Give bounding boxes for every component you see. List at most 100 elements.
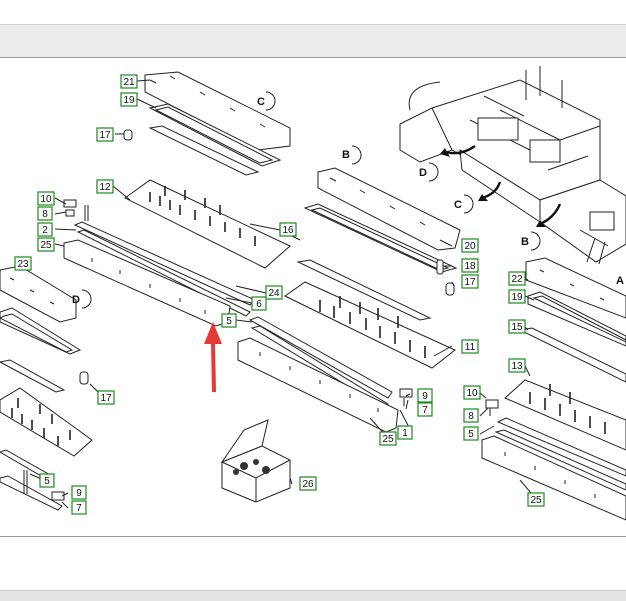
callout-5: 5 [221,313,237,328]
svg-text:A: A [616,275,624,287]
top-bar [0,0,626,24]
svg-text:B: B [342,149,350,161]
callout-17b: 17 [461,274,479,289]
callout-17: 17 [96,127,114,142]
callout-25b: 25 [379,431,397,446]
callout-5b: 5 [463,426,479,441]
callout-15: 15 [508,319,526,334]
callout-8: 8 [37,206,53,221]
callout-18: 18 [461,258,479,273]
svg-text:10: 10 [466,388,478,399]
view-ref-B-center: B [342,145,362,165]
svg-text:5: 5 [226,316,232,327]
machine-overview-sketch [399,66,626,265]
callout-16: 16 [279,222,297,237]
plate-12-studs [149,186,256,246]
svg-text:1: 1 [402,428,408,439]
callout-2: 2 [37,222,53,237]
svg-text:26: 26 [302,479,314,490]
svg-text:16: 16 [282,225,294,236]
plate-11-studs [319,296,426,358]
svg-text:6: 6 [256,299,262,310]
callout-25: 25 [37,237,55,252]
svg-text:13: 13 [511,361,523,372]
callout-26: 26 [299,476,317,491]
callout-22: 22 [508,271,526,286]
svg-text:9: 9 [422,391,428,402]
view-ref-D-machine: D [419,162,439,182]
callout-11: 11 [461,339,479,354]
svg-text:15: 15 [511,322,523,333]
red-pointer-arrow [204,322,222,393]
plate-left-studs [11,398,71,446]
svg-text:17: 17 [100,393,112,404]
callout-25c: 25 [527,492,545,507]
part-plate-11 [284,281,456,369]
svg-text:2: 2 [42,225,48,236]
callout-7: 7 [417,402,433,417]
parts-diagram: 21 19 17 12 10 8 2 25 16 23 24 6 5 20 18… [0,58,626,537]
plate-13-studs [529,384,606,434]
callout-24: 24 [265,285,283,300]
view-ref-D-left: D [72,289,92,309]
view-ref-B-machine: B [521,231,541,251]
leader-lines [19,79,537,509]
svg-text:18: 18 [464,261,476,272]
svg-text:17: 17 [464,277,476,288]
part-plate-left [0,387,93,457]
callout-23: 23 [14,256,32,271]
svg-text:8: 8 [468,411,474,422]
part-gasket-top [148,103,282,167]
svg-text:10: 10 [40,194,52,205]
callout-6: 6 [251,296,267,311]
callout-7b: 7 [71,500,87,515]
svg-text:22: 22 [511,274,523,285]
callout-1: 1 [397,425,413,440]
part-kit-box-26 [220,419,291,503]
callout-5c: 5 [39,473,55,488]
part-plate-13 [504,379,626,451]
part-plate-12 [124,179,291,269]
svg-text:21: 21 [123,77,135,88]
callout-19b: 19 [508,289,526,304]
view-ref-C-machine: C [454,194,474,214]
svg-text:25: 25 [382,434,394,445]
svg-text:24: 24 [268,288,280,299]
svg-text:25: 25 [40,240,52,251]
svg-text:D: D [72,294,80,306]
exploded-view-drawing: 21 19 17 12 10 8 2 25 16 23 24 6 5 20 18… [0,66,626,521]
viewer-toolbar [0,24,626,58]
callout-20: 20 [461,238,479,253]
callout-13: 13 [508,358,526,373]
bottom-bar [0,590,626,601]
part-gasket-20 [303,203,458,273]
callout-19: 19 [120,92,138,107]
svg-text:B: B [521,236,529,248]
svg-text:7: 7 [76,503,82,514]
svg-text:12: 12 [99,182,111,193]
svg-text:7: 7 [422,405,428,416]
part-cover-22 [525,257,626,319]
part-cover-20 [317,167,461,251]
part-cover-top [144,71,291,151]
part-bar-25-right [481,435,626,521]
view-ref-C-top: C [257,91,276,111]
callout-8b: 8 [463,408,479,423]
callout-10: 10 [37,191,55,206]
svg-text:17: 17 [99,130,111,141]
svg-text:8: 8 [42,209,48,220]
callout-9: 9 [417,388,433,403]
svg-text:9: 9 [76,488,82,499]
callout-21: 21 [120,74,138,89]
svg-text:25: 25 [530,495,542,506]
svg-text:11: 11 [465,342,476,353]
part-bar-25-center [237,337,399,433]
callout-12: 12 [96,179,114,194]
callout-9b: 9 [71,485,87,500]
callout-10b: 10 [463,385,481,400]
svg-text:C: C [257,96,265,108]
svg-text:5: 5 [44,476,50,487]
svg-text:19: 19 [123,95,135,106]
callout-17c: 17 [97,390,115,405]
view-ref-A-right: A [616,275,624,287]
